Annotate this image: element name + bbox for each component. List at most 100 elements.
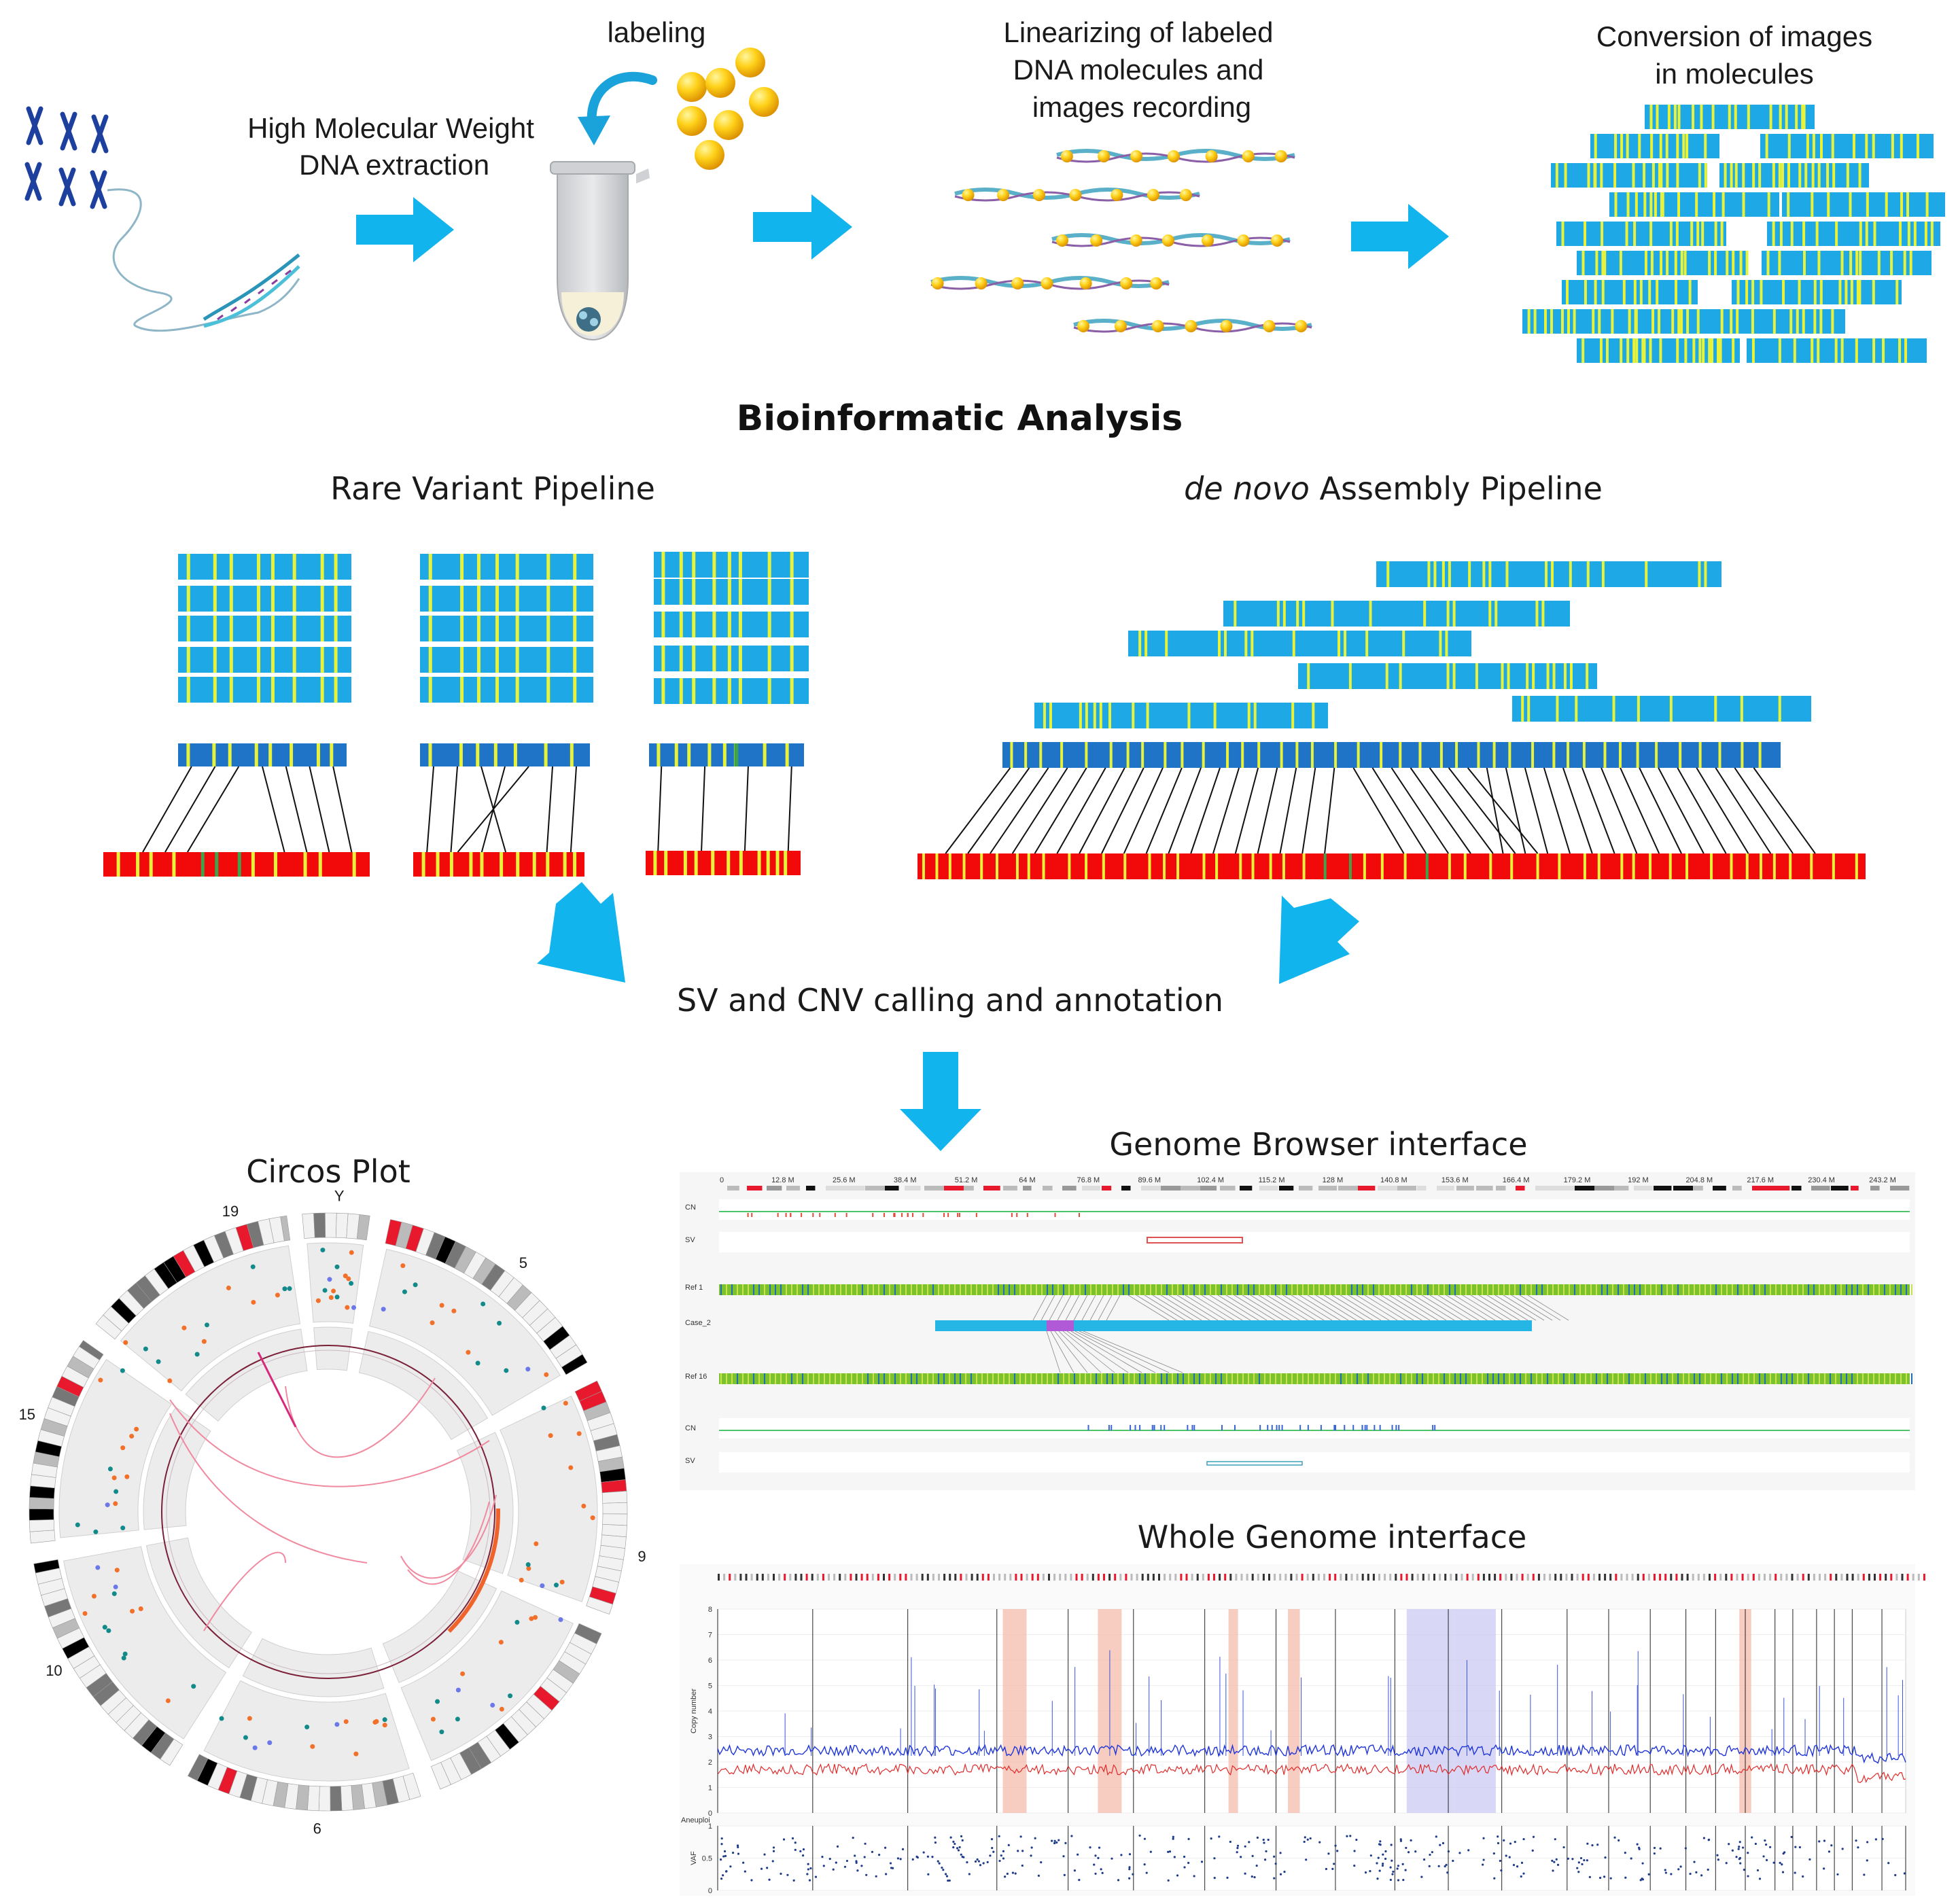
ideogram-band	[1461, 1574, 1463, 1581]
label-stripe	[500, 852, 504, 877]
vaf-point	[860, 1865, 863, 1867]
alignment-line	[1212, 767, 1240, 854]
vaf-point	[1279, 1852, 1282, 1854]
label-stripe	[1734, 105, 1737, 129]
aneuploidy-label: Aneuploi	[681, 1816, 710, 1824]
vaf-point	[1120, 1854, 1123, 1856]
vaf-point	[760, 1867, 763, 1870]
ref1-label	[1710, 1284, 1711, 1295]
label-stripe	[738, 579, 742, 605]
alignment-line	[1168, 767, 1202, 854]
label-stripe	[1148, 853, 1151, 879]
vaf-point	[1390, 1844, 1393, 1846]
ref1-label	[829, 1284, 831, 1295]
label-stripe	[1099, 703, 1102, 728]
label-stripe	[1423, 601, 1427, 627]
label-stripe	[727, 552, 731, 578]
ref1-label	[726, 1284, 727, 1295]
ref1-label	[1623, 1284, 1624, 1295]
vaf-point	[856, 1869, 859, 1872]
ref1-label	[758, 1284, 760, 1295]
cn-mark-2	[1335, 1425, 1337, 1430]
ref16-label	[1781, 1373, 1782, 1384]
label-stripe	[1724, 163, 1727, 188]
variant-point	[201, 1339, 207, 1344]
circos-segment	[456, 1380, 628, 1615]
chromosome-label: 5	[519, 1254, 527, 1271]
vaf-point	[931, 1856, 934, 1858]
ideogram-band	[1422, 1574, 1424, 1581]
circos-segment	[382, 1570, 602, 1790]
ref16-label	[1471, 1373, 1472, 1384]
label-stripe	[1772, 853, 1776, 879]
label-stripe	[1146, 703, 1149, 728]
case2-alignment	[1405, 1294, 1447, 1321]
ref1-label	[1422, 1284, 1423, 1295]
label-stripe	[1564, 163, 1567, 188]
label-stripe	[1698, 561, 1701, 587]
ref1-label	[1889, 1284, 1891, 1295]
ref16-label	[1134, 1373, 1135, 1384]
case2-alignment	[1152, 1294, 1194, 1321]
label-stripe	[229, 586, 233, 612]
vaf-point	[1731, 1849, 1734, 1852]
cn-mark-2	[1130, 1425, 1132, 1430]
vaf-point	[1903, 1872, 1906, 1875]
label-stripe	[1812, 134, 1815, 158]
label-stripe	[712, 552, 716, 578]
ref16-label	[949, 1373, 950, 1384]
ideogram-band	[1526, 1574, 1529, 1581]
sample-molecule	[654, 579, 809, 605]
vaf-point	[1138, 1834, 1141, 1837]
ref1-label	[1824, 1284, 1825, 1295]
chromosome-label: 9	[637, 1548, 646, 1565]
label-stripe	[1123, 853, 1127, 879]
label-stripe	[1698, 338, 1702, 363]
converted-molecule	[1556, 222, 1726, 246]
label-stripe	[1677, 105, 1681, 129]
label-stripe	[1620, 853, 1624, 879]
label-stripe	[1683, 251, 1687, 275]
alignment-line	[332, 766, 353, 853]
label-stripe	[1669, 696, 1673, 722]
label-stripe	[213, 554, 217, 580]
label-stripe	[1292, 631, 1295, 656]
label-stripe	[1215, 853, 1219, 879]
ref16-label	[1868, 1373, 1869, 1384]
ref1-label	[1041, 1284, 1043, 1295]
vaf-point	[1624, 1876, 1627, 1879]
vaf-point	[1002, 1850, 1005, 1852]
label-stripe	[1916, 134, 1919, 158]
label-stripe	[1676, 163, 1679, 188]
ideogram-band	[1158, 1574, 1160, 1581]
ref1-label	[753, 1284, 754, 1295]
cn-mark	[947, 1213, 949, 1217]
vaf-point	[1725, 1862, 1728, 1865]
vaf-point	[1794, 1871, 1796, 1874]
ideogram-band	[750, 1574, 753, 1581]
vaf-point	[1226, 1876, 1229, 1879]
label-stripe	[546, 616, 550, 641]
label-stripe	[1132, 703, 1135, 728]
ideogram-band	[761, 1574, 764, 1581]
label-stripe	[1603, 742, 1607, 768]
vaf-point	[802, 1848, 805, 1851]
ideogram-band	[1240, 1186, 1253, 1191]
ideogram-band	[1318, 1186, 1338, 1191]
ref1-label	[1911, 1284, 1912, 1295]
ideogram-band	[1571, 1574, 1573, 1581]
ref16-label	[1177, 1373, 1178, 1384]
vaf-point	[1779, 1861, 1781, 1865]
label-stripe	[254, 743, 258, 766]
variant-point	[114, 1568, 120, 1573]
ideogram-band	[1543, 1574, 1545, 1581]
ideogram-band	[602, 1513, 628, 1526]
ref16-label	[807, 1373, 809, 1384]
label-bead	[1032, 189, 1045, 201]
cn-mark-2	[1267, 1425, 1269, 1430]
vaf-point	[1659, 1847, 1662, 1850]
ref1-label	[894, 1284, 896, 1295]
ideogram-band	[926, 1574, 929, 1581]
vaf-point	[786, 1873, 789, 1876]
vaf-point	[843, 1865, 847, 1868]
